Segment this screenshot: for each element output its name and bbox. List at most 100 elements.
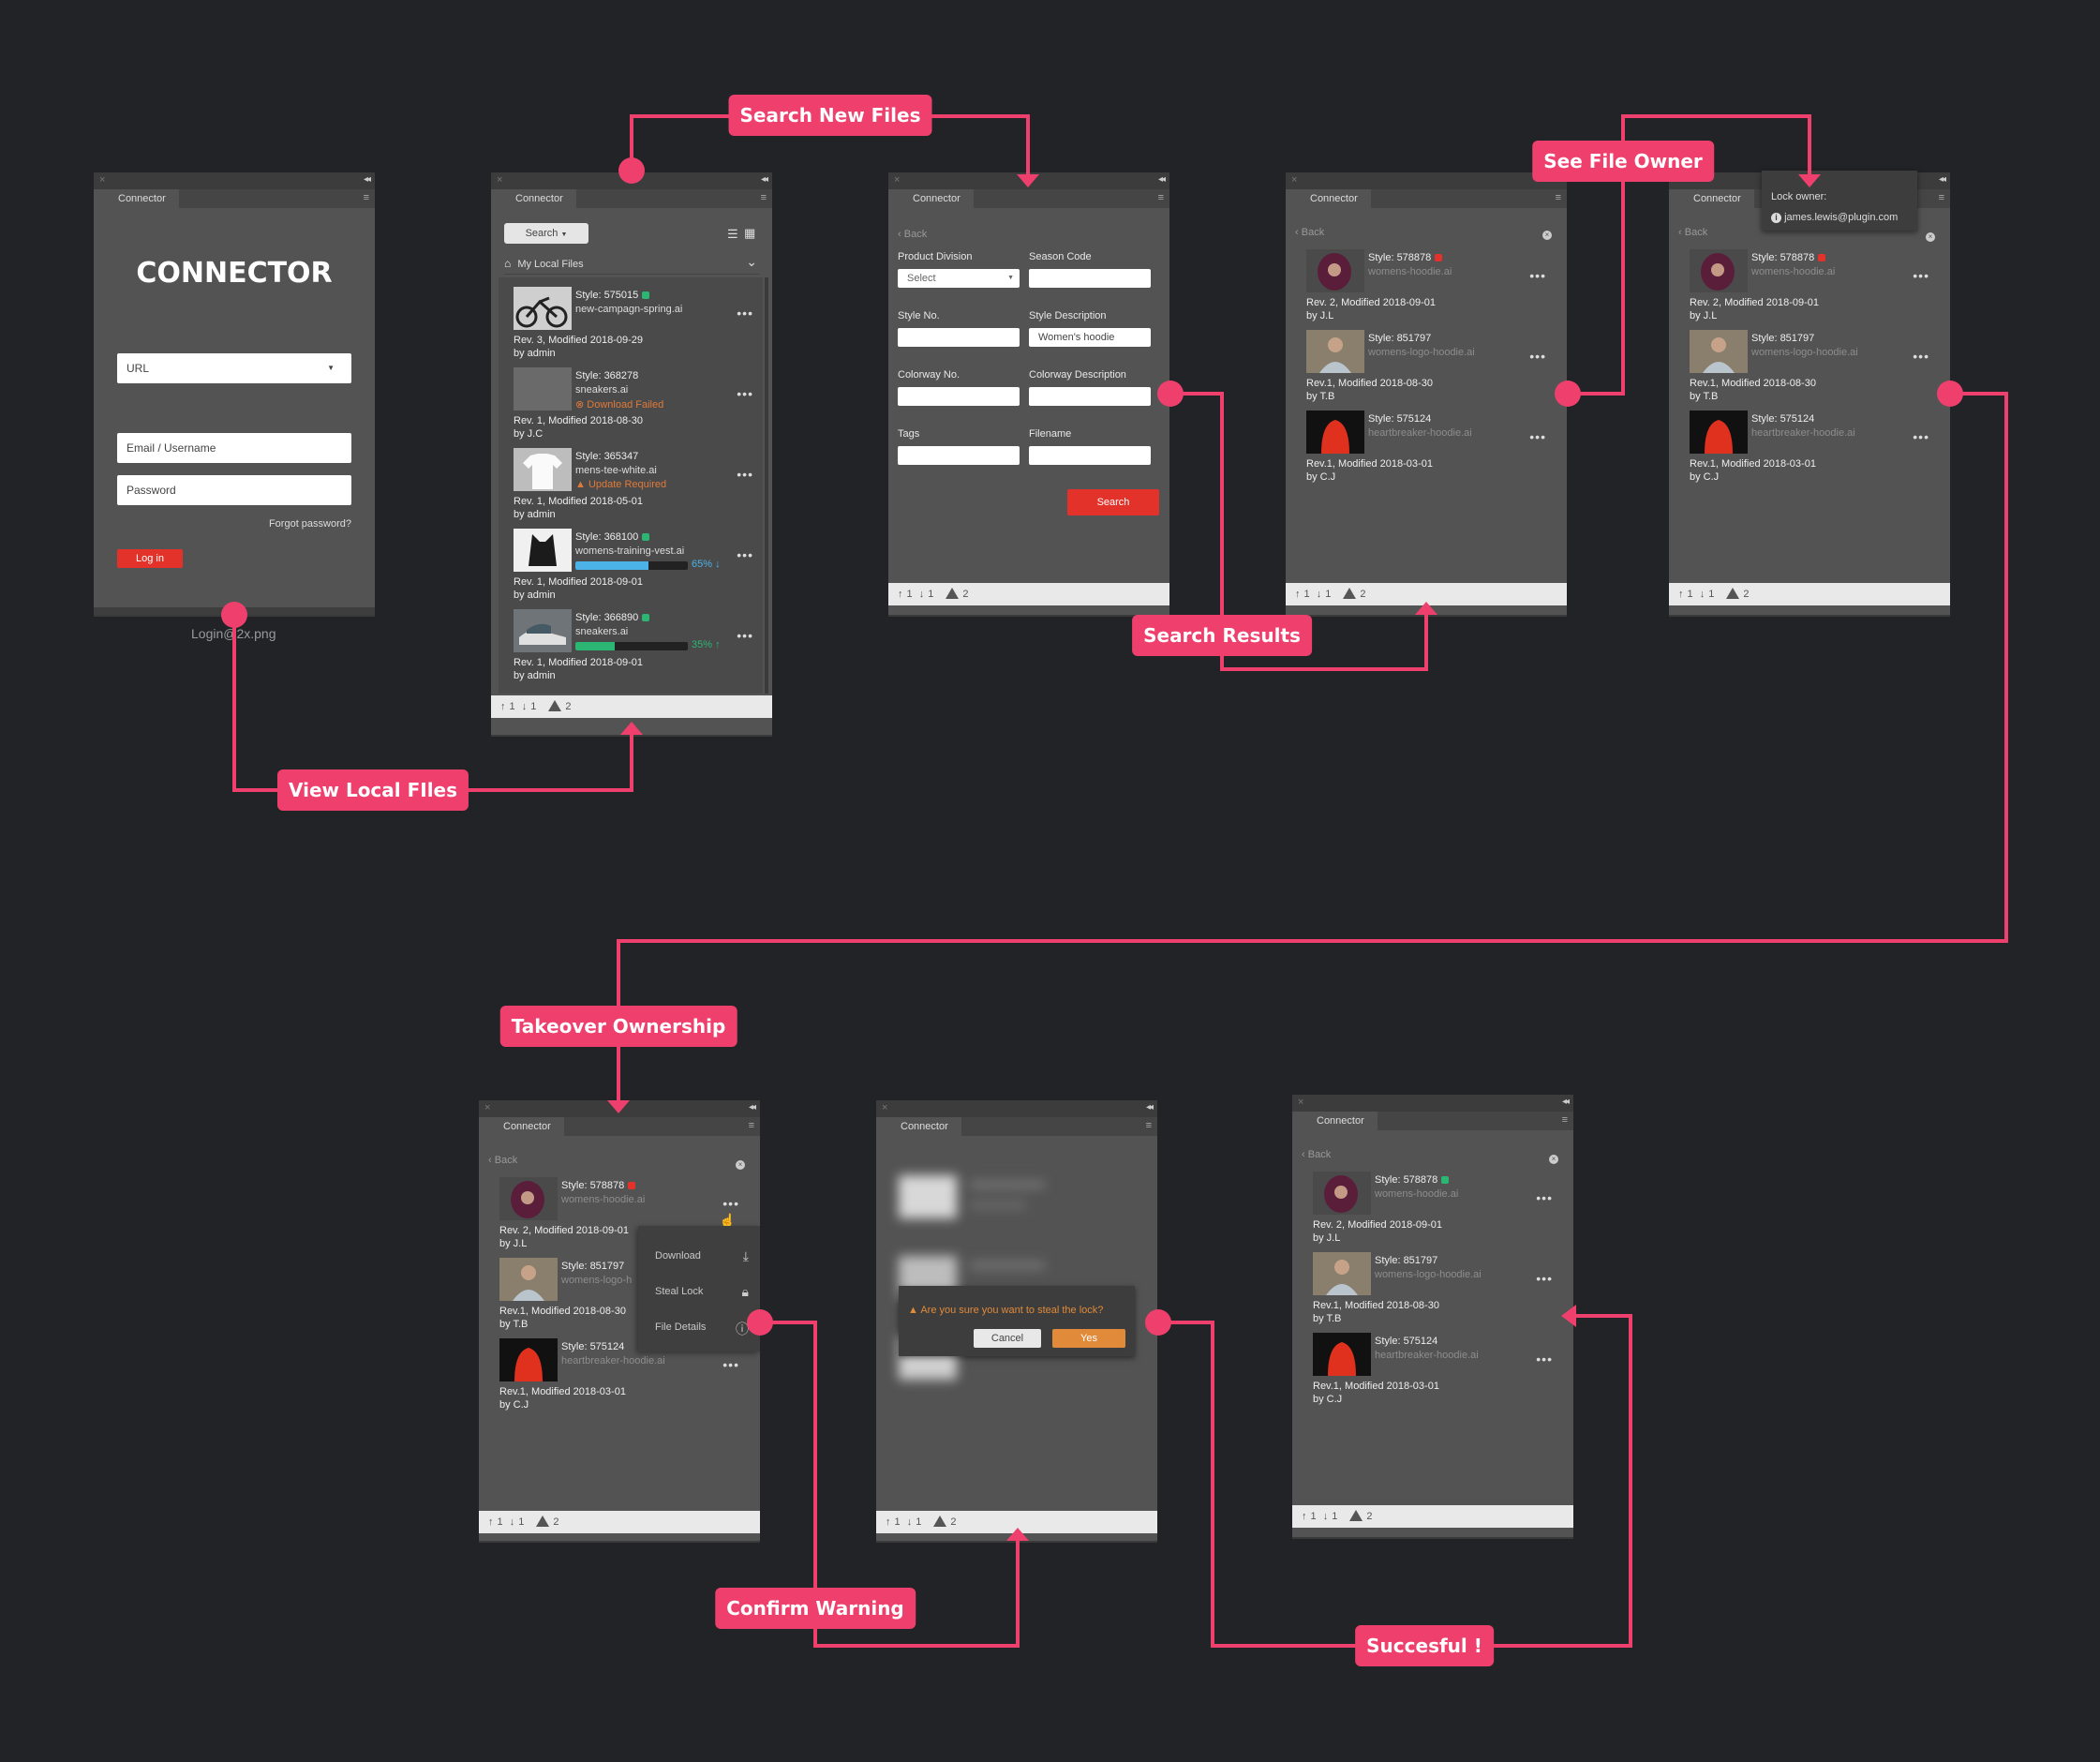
tags-input[interactable] [898,446,1020,465]
list-view-icon[interactable]: ☰ [727,227,738,241]
close-icon[interactable]: × [1291,174,1298,186]
more-options-icon[interactable]: ••• [1536,1351,1553,1366]
more-options-icon[interactable]: ••• [1529,429,1546,444]
close-results-icon[interactable]: × [1926,232,1935,242]
list-item[interactable]: Style: 578878 womens-hoodie.ai Rev. 2, M… [1306,249,1557,324]
list-item[interactable]: Style: 366890 sneakers.ai 35% ↑ Rev. 1, … [514,609,765,684]
chevron-left-icon: ‹ [1295,227,1299,238]
collapse-icon[interactable]: ◂◂ [1145,1102,1154,1112]
collapse-icon[interactable]: ◂◂ [760,174,768,185]
more-options-icon[interactable]: ••• [1536,1271,1553,1286]
list-item[interactable]: Style: 365347 mens-tee-white.ai ▲ Update… [514,448,765,523]
search-button[interactable]: Search [1067,489,1159,515]
back-button[interactable]: ‹ Back [1302,1149,1331,1160]
tab-connector[interactable]: Connector [876,1117,961,1136]
warning-count: 2 [565,701,572,712]
more-options-icon[interactable]: ••• [737,306,753,321]
more-options-icon[interactable]: ••• [737,547,753,562]
collapse-icon[interactable]: ◂◂ [1938,174,1946,185]
folder-header[interactable]: ⌂ My Local Files ⌄ [504,254,759,275]
menu-icon[interactable]: ≡ [748,1120,754,1131]
collapse-icon[interactable]: ◂◂ [1157,174,1166,185]
more-options-icon[interactable]: ••• [722,1357,739,1372]
close-icon[interactable]: × [882,1102,888,1113]
more-options-icon[interactable]: ••• [737,467,753,482]
tab-connector[interactable]: Connector [491,189,576,208]
colorway-description-input[interactable] [1029,387,1151,406]
collapse-icon[interactable]: ◂◂ [1561,1097,1570,1107]
filename-input[interactable] [1029,446,1151,465]
list-item[interactable]: Style: 578878 womens-hoodie.ai Rev. 2, M… [1313,1172,1564,1247]
tab-connector[interactable]: Connector [888,189,974,208]
back-button[interactable]: ‹ Back [488,1155,517,1166]
back-button[interactable]: ‹ Back [1295,227,1324,238]
menu-item-download[interactable]: Download⤓ [655,1248,749,1263]
list-item[interactable]: Style: 368278 sneakers.ai ⊗ Download Fai… [514,367,765,442]
tab-connector[interactable]: Connector [1669,189,1754,208]
list-item[interactable]: Style: 575015 new-campagn-spring.ai Rev.… [514,287,765,362]
menu-icon[interactable]: ≡ [1938,192,1944,203]
close-icon[interactable]: × [894,174,901,186]
password-field[interactable]: Password [117,475,351,505]
season-code-input[interactable] [1029,269,1151,288]
login-button[interactable]: Log in [117,549,183,568]
style-no-input[interactable] [898,328,1020,347]
list-item[interactable]: Style: 575124 heartbreaker-hoodie.ai Rev… [499,1338,751,1413]
menu-icon[interactable]: ≡ [1157,192,1164,203]
menu-icon[interactable]: ≡ [363,192,369,203]
style-description-input[interactable]: Women's hoodie [1029,328,1151,347]
close-icon[interactable]: × [497,174,503,186]
list-item[interactable]: Style: 575124 heartbreaker-hoodie.ai Rev… [1313,1333,1564,1408]
close-results-icon[interactable]: × [1549,1155,1558,1164]
list-item[interactable]: Style: 578878 womens-hoodie.ai Rev. 2, M… [499,1177,751,1252]
forgot-password-link[interactable]: Forgot password? [268,518,351,530]
url-select[interactable]: URL▼ [117,353,351,383]
back-button[interactable]: ‹ Back [898,229,927,240]
more-options-icon[interactable]: ••• [1536,1190,1553,1205]
list-item[interactable]: Style: 578878 womens-hoodie.ai Rev. 2, M… [1690,249,1941,324]
collapse-icon[interactable]: ◂◂ [748,1102,756,1112]
close-icon[interactable]: × [99,174,106,186]
more-options-icon[interactable]: ••• [737,628,753,643]
menu-icon[interactable]: ≡ [760,192,767,203]
more-options-icon[interactable]: ••• [1913,349,1929,364]
more-options-icon[interactable]: ••• [737,386,753,401]
email-field[interactable]: Email / Username [117,433,351,463]
list-item[interactable]: Style: 851797 womens-logo-hoodie.ai Rev.… [1306,330,1557,405]
list-item[interactable]: Style: 851797 womens-logo-h Rev.1, Modif… [499,1258,751,1333]
colorway-no-input[interactable] [898,387,1020,406]
product-division-select[interactable]: Select▼ [898,269,1020,288]
back-label: Back [1307,1149,1332,1160]
more-options-icon[interactable]: ••• [1913,268,1929,283]
yes-button[interactable]: Yes [1052,1329,1125,1348]
list-item[interactable]: Style: 851797 womens-logo-hoodie.ai Rev.… [1690,330,1941,405]
scrollbar[interactable] [765,277,768,694]
more-options-icon[interactable]: ••• [1529,268,1546,283]
tab-connector[interactable]: Connector [94,189,179,208]
menu-icon[interactable]: ≡ [1555,192,1561,203]
list-item[interactable]: Style: 851797 womens-logo-hoodie.ai Rev.… [1313,1252,1564,1327]
list-item[interactable]: Style: 368100 womens-training-vest.ai 65… [514,529,765,604]
collapse-icon[interactable]: ◂◂ [363,174,371,185]
close-icon[interactable]: × [484,1102,491,1113]
menu-item-steal-lock[interactable]: Steal Lock🔒︎ [655,1284,749,1299]
list-item[interactable]: Style: 575124 heartbreaker-hoodie.ai Rev… [1306,411,1557,485]
more-options-icon[interactable]: ••• [1529,349,1546,364]
close-results-icon[interactable]: × [1542,231,1552,240]
tab-connector[interactable]: Connector [1292,1112,1378,1130]
list-item[interactable]: Style: 575124 heartbreaker-hoodie.ai Rev… [1690,411,1941,485]
search-dropdown-button[interactable]: Search ▼ [504,223,588,244]
lock-icon[interactable] [1818,254,1826,261]
back-button[interactable]: ‹ Back [1678,227,1707,238]
close-results-icon[interactable]: × [736,1160,745,1170]
menu-icon[interactable]: ≡ [1145,1120,1152,1131]
menu-icon[interactable]: ≡ [1561,1114,1568,1126]
more-options-icon[interactable]: ••• [722,1196,739,1211]
cancel-button[interactable]: Cancel [974,1329,1041,1348]
close-icon[interactable]: × [1298,1097,1304,1108]
grid-view-icon[interactable]: ▦ [744,226,756,240]
more-options-icon[interactable]: ••• [1913,429,1929,444]
tab-connector[interactable]: Connector [479,1117,564,1136]
tab-connector[interactable]: Connector [1286,189,1371,208]
